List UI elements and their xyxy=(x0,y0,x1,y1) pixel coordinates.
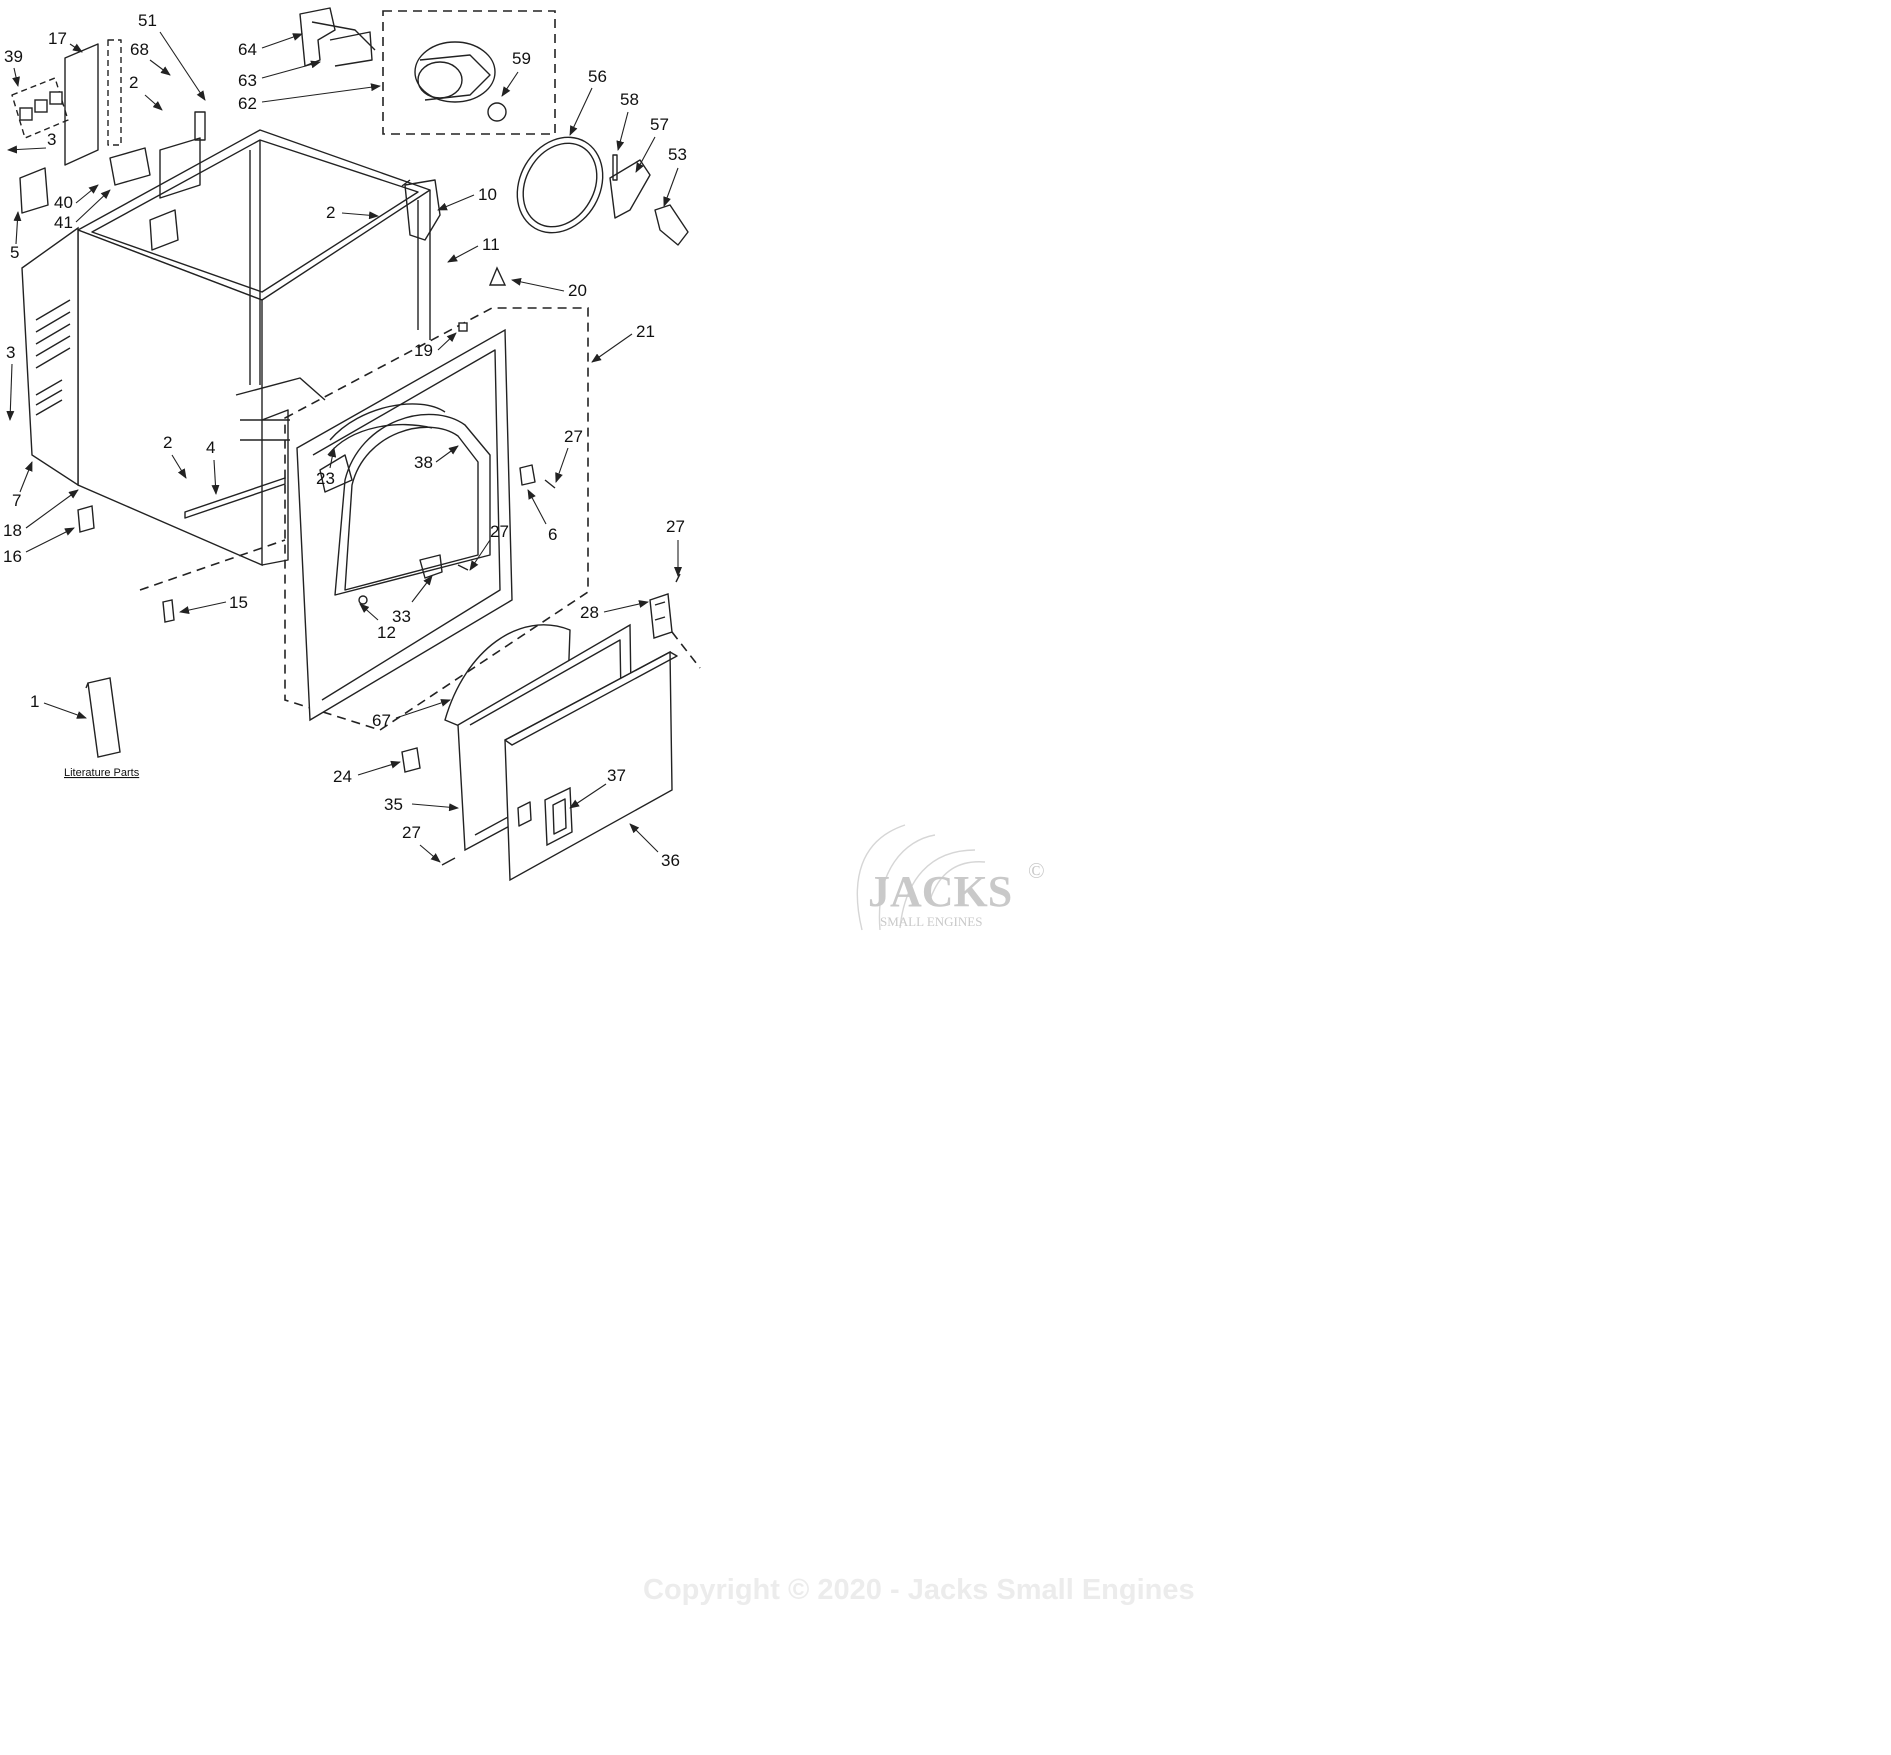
hinge xyxy=(649,593,673,639)
door-catch xyxy=(401,747,421,773)
callout-16: 16 xyxy=(3,547,22,566)
callout-24: 24 xyxy=(333,767,352,786)
callout-10: 10 xyxy=(478,185,497,204)
screw-58 xyxy=(612,154,618,181)
vent-slats xyxy=(35,299,71,416)
callout-19: 19 xyxy=(414,341,433,360)
copyright-notice: Copyright © 2020 - Jacks Small Engines xyxy=(643,1574,1195,1606)
callout-64: 64 xyxy=(238,40,257,59)
callout-3-b: 3 xyxy=(6,343,15,362)
callout-27-a: 27 xyxy=(564,427,583,446)
callout-1: 1 xyxy=(30,692,39,711)
callout-6: 6 xyxy=(548,525,557,544)
callout-18: 18 xyxy=(3,521,22,540)
callout-17: 17 xyxy=(48,29,67,48)
callout-63: 63 xyxy=(238,71,257,90)
door-seal-67 xyxy=(444,624,571,771)
callout-51: 51 xyxy=(138,11,157,30)
callout-27-b: 27 xyxy=(490,522,509,541)
thermostat-parts xyxy=(11,39,206,214)
callout-2-a: 2 xyxy=(129,73,138,92)
callout-21: 21 xyxy=(636,322,655,341)
literature-label: Literature Parts xyxy=(64,767,140,779)
callout-12: 12 xyxy=(377,623,396,642)
callout-62: 62 xyxy=(238,94,257,113)
callout-59: 59 xyxy=(512,49,531,68)
rail-4 xyxy=(184,477,286,519)
drive-belt xyxy=(516,136,604,234)
literature-booklet xyxy=(87,677,121,758)
front-panel xyxy=(284,266,589,731)
callout-68: 68 xyxy=(130,40,149,59)
callout-3-a: 3 xyxy=(47,130,56,149)
callout-27-c: 27 xyxy=(666,517,685,536)
callout-20: 20 xyxy=(568,281,587,300)
callout-33: 33 xyxy=(392,607,411,626)
watermark-brand: JACKS xyxy=(868,867,1012,916)
callout-35: 35 xyxy=(384,795,403,814)
idler-bracket xyxy=(609,159,651,219)
callout-15: 15 xyxy=(229,593,248,612)
callout-58: 58 xyxy=(620,90,639,109)
glide-20 xyxy=(488,266,507,286)
idler-pulley xyxy=(654,204,689,246)
callout-27-d: 27 xyxy=(402,823,421,842)
watermark-subtitle: SMALL ENGINES xyxy=(880,914,982,929)
dryer-cabinet xyxy=(21,129,431,567)
callout-40: 40 xyxy=(54,193,73,212)
callout-41: 41 xyxy=(54,213,73,232)
callout-labels: 39 17 51 68 2 3 40 41 5 3 7 18 16 64 63 … xyxy=(3,11,687,870)
callout-11: 11 xyxy=(482,235,500,254)
callout-57: 57 xyxy=(650,115,669,134)
door-assembly xyxy=(401,573,701,882)
door-switch xyxy=(404,179,441,241)
callout-28: 28 xyxy=(580,603,599,622)
callout-36: 36 xyxy=(661,851,680,870)
drum-opening xyxy=(334,413,491,596)
callout-37: 37 xyxy=(607,766,626,785)
callout-56: 56 xyxy=(588,67,607,86)
callout-2-c: 2 xyxy=(163,433,172,452)
callout-5: 5 xyxy=(10,243,19,262)
callout-53: 53 xyxy=(668,145,687,164)
callout-23: 23 xyxy=(316,469,335,488)
jacks-watermark: JACKS © SMALL ENGINES xyxy=(856,824,1045,931)
clip-15 xyxy=(162,599,175,623)
callout-39: 39 xyxy=(4,47,23,66)
callout-4: 4 xyxy=(206,438,215,457)
motor-assembly xyxy=(311,10,556,135)
watermark-copyright-mark: © xyxy=(1028,858,1045,883)
callout-7: 7 xyxy=(12,491,21,510)
callout-2-b: 2 xyxy=(326,203,335,222)
callout-38: 38 xyxy=(414,453,433,472)
callout-67: 67 xyxy=(372,711,391,730)
